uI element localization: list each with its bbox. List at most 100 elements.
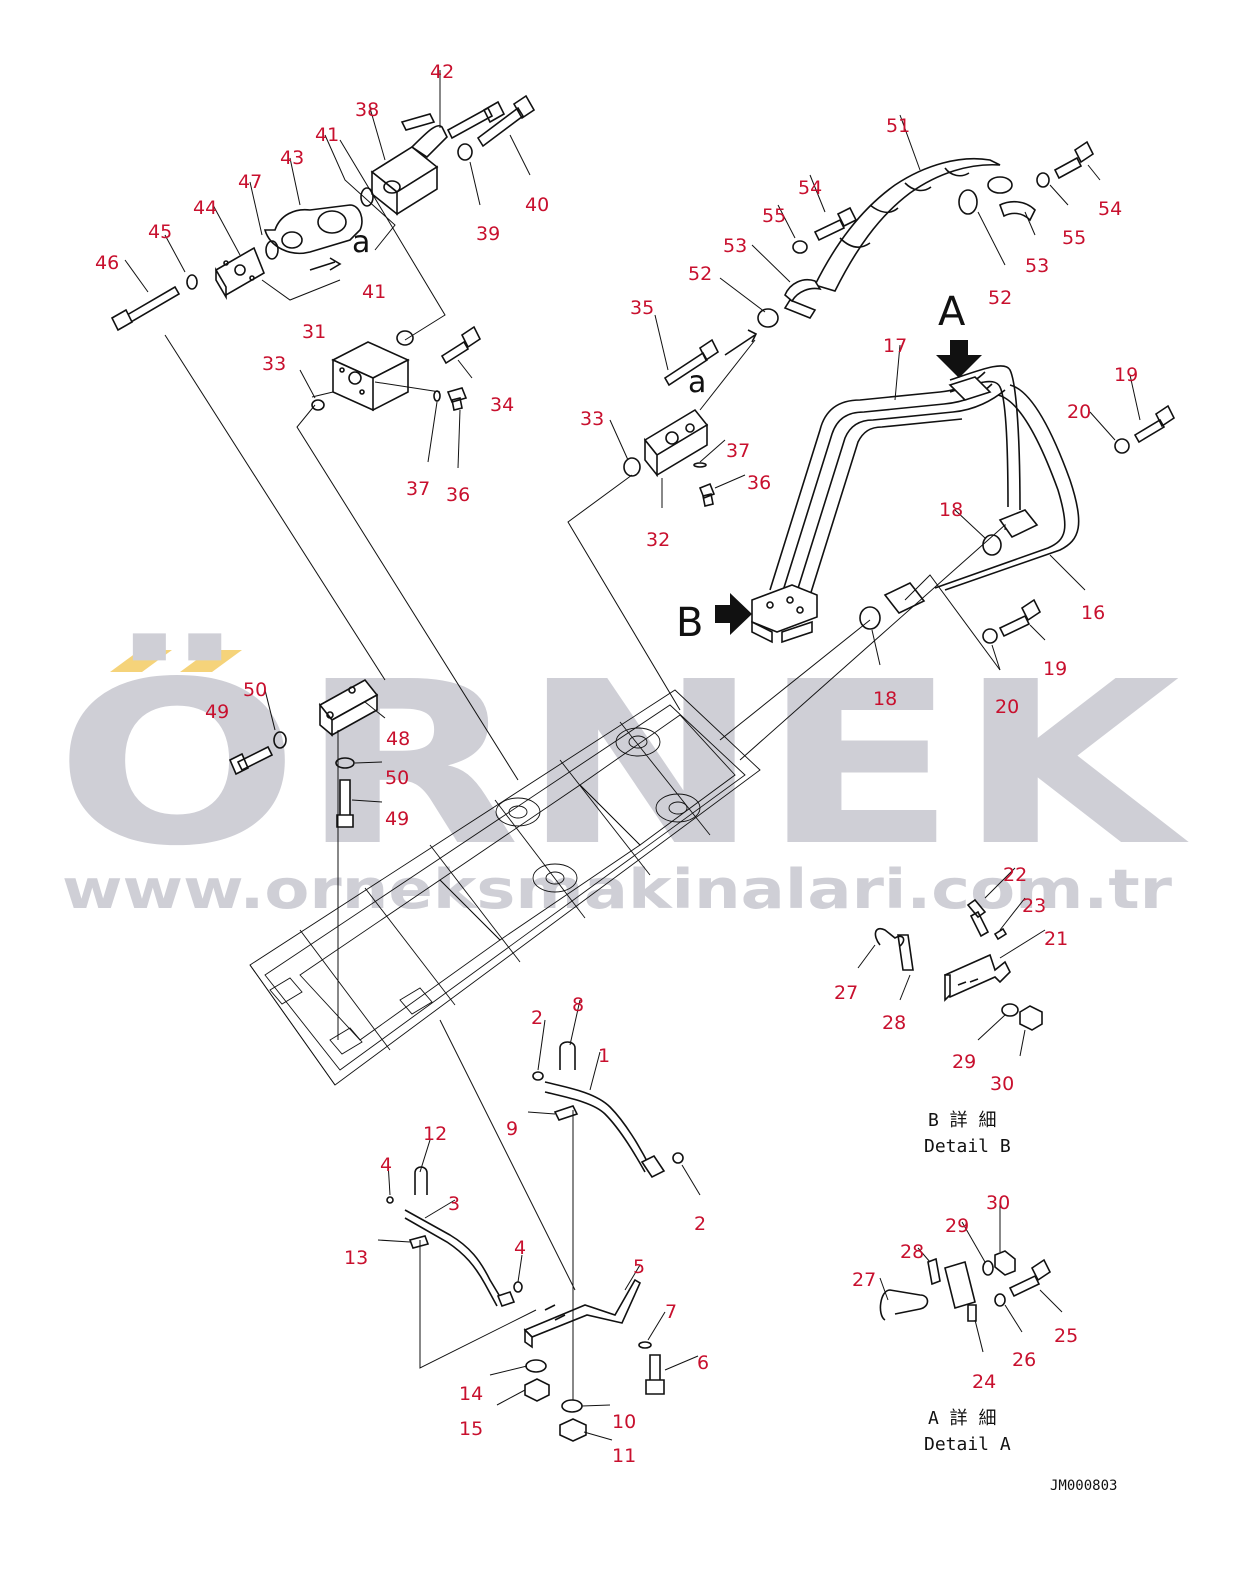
part-28-plate-B (897, 934, 914, 971)
part-52-gasket-right (958, 189, 978, 215)
callout-40: 40 (525, 194, 549, 216)
part-41-gasket-lower (396, 330, 414, 346)
callout-10: 10 (612, 1411, 636, 1433)
callout-54: 54 (798, 177, 822, 199)
callout-5: 5 (633, 1256, 645, 1278)
part-13-clip (408, 1235, 430, 1249)
callout-19: 19 (1043, 658, 1067, 680)
callout-14: 14 (459, 1383, 483, 1405)
part-50-washer-lower (335, 757, 355, 769)
callout-20: 20 (995, 696, 1019, 718)
part-20-washer-upper (1114, 438, 1130, 454)
part-4-oring-upper (386, 1196, 394, 1204)
part-27-clamp-B (874, 927, 905, 947)
part-55-washer-left (792, 240, 808, 254)
part-54-bolt-left (813, 206, 858, 242)
part-16-17-pipes: A B (676, 289, 1176, 761)
part-39-washer (457, 143, 473, 161)
callout-54: 54 (1098, 198, 1122, 220)
callout-34: 34 (490, 394, 514, 416)
callout-26: 26 (1012, 1349, 1036, 1371)
detail-A-en: Detail A (924, 1434, 1011, 1455)
detail-A-jp: A 詳 細 (928, 1408, 997, 1429)
callout-27: 27 (834, 982, 858, 1004)
callout-44: 44 (193, 197, 217, 219)
callout-36: 36 (446, 484, 470, 506)
part-25-bolt-A (1008, 1258, 1052, 1298)
turbo-connector-assembly: a (110, 70, 536, 341)
part-36-plug-left (446, 387, 468, 411)
part-27-clamp-A (879, 1289, 929, 1321)
part-47-gasket (265, 240, 279, 260)
view-label-B: B (676, 600, 703, 646)
part-51-pipe-assembly (719, 114, 1101, 356)
callout-37: 37 (726, 440, 750, 462)
callout-55: 55 (762, 205, 786, 227)
part-12-ubolt (414, 1166, 428, 1195)
part-9-clip (553, 1105, 579, 1121)
callout-8: 8 (572, 994, 584, 1016)
part-4-oring-lower (513, 1281, 523, 1293)
callout-53: 53 (723, 235, 747, 257)
callout-29: 29 (945, 1215, 969, 1237)
part-55-washer-right (1036, 172, 1050, 188)
callout-33: 33 (580, 408, 604, 430)
part-18-gasket-upper (982, 534, 1002, 556)
part-18-gasket-lower (859, 606, 881, 630)
callout-35: 35 (630, 297, 654, 319)
callout-17: 17 (883, 335, 907, 357)
part-37-oring-left (433, 390, 441, 402)
callout-4: 4 (514, 1237, 526, 1259)
drawing-code: JM000803 (1050, 1478, 1117, 1494)
view-label-a-lower: a (688, 365, 706, 400)
part-28-plate-A (927, 1257, 941, 1286)
callout-23: 23 (1022, 895, 1046, 917)
callout-18: 18 (939, 499, 963, 521)
callout-13: 13 (344, 1247, 368, 1269)
callout-12: 12 (423, 1123, 447, 1145)
part-34-fitting (440, 325, 482, 365)
callout-43: 43 (280, 147, 304, 169)
view-label-a-upper: a (352, 225, 370, 260)
callout-42: 42 (430, 61, 454, 83)
part-6-bolt (645, 1354, 665, 1395)
callout-18: 18 (873, 688, 897, 710)
callout-52: 52 (688, 263, 712, 285)
callout-41: 41 (362, 281, 386, 303)
exhaust-port-1 (495, 797, 541, 827)
watermark-accent-right (180, 650, 242, 672)
part-26-washer-A (994, 1293, 1006, 1307)
view-label-A: A (938, 289, 966, 335)
detail-B-jp: B 詳 細 (928, 1110, 997, 1131)
part-19-bolt-upper (1133, 404, 1176, 444)
part-23-washer (993, 927, 1008, 941)
part-10-washer (561, 1399, 583, 1413)
callout-2: 2 (531, 1007, 543, 1029)
callout-52: 52 (988, 287, 1012, 309)
detail-A-view: A 詳 細 Detail A (879, 1200, 1063, 1455)
callout-47: 47 (238, 171, 262, 193)
callout-36: 36 (747, 472, 771, 494)
callout-37: 37 (406, 478, 430, 500)
part-15-nut (524, 1378, 550, 1402)
part-43-flange (263, 204, 363, 254)
callout-38: 38 (355, 99, 379, 121)
callout-7: 7 (665, 1301, 677, 1323)
part-5-bracket (523, 1278, 642, 1338)
callout-31: 31 (302, 321, 326, 343)
part-53-clamp-right (999, 200, 1036, 222)
part-37-oring-right (693, 462, 707, 468)
callout-22: 22 (1003, 864, 1027, 886)
callout-45: 45 (148, 221, 172, 243)
exhaust-port-3 (532, 863, 578, 893)
engine-cylinder-head (249, 689, 761, 1086)
watermark-accent-left (110, 650, 172, 672)
part-49-bolt-left (228, 745, 274, 776)
callout-21: 21 (1044, 928, 1068, 950)
callout-30: 30 (990, 1073, 1014, 1095)
part-30-nut-A (994, 1250, 1016, 1276)
callout-50: 50 (385, 767, 409, 789)
